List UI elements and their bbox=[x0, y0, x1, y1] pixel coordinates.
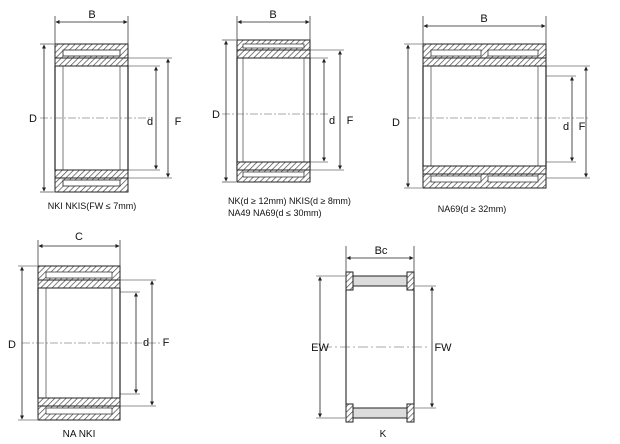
v4-raceway-label: F bbox=[163, 337, 170, 349]
cage-side-left-bottom bbox=[345, 403, 354, 423]
v1-caption: NKI NKIS(FW ≤ 7mm) bbox=[48, 201, 136, 211]
inner-ring-bottom bbox=[236, 161, 311, 171]
view-k-cage bbox=[316, 246, 436, 423]
v4-outer-label: D bbox=[8, 339, 16, 351]
v4-width-label: C bbox=[75, 231, 83, 243]
view-na-nki bbox=[18, 240, 160, 421]
v3-caption: NA69(d ≥ 32mm) bbox=[438, 204, 506, 214]
inner-ring-bottom bbox=[54, 169, 129, 179]
v1-bore-label: d bbox=[147, 116, 153, 128]
inner-ring-bottom bbox=[422, 165, 547, 175]
v3-width-label: B bbox=[480, 13, 487, 25]
view-nk-na49 bbox=[222, 16, 344, 183]
v5-inner-label: FW bbox=[434, 342, 452, 354]
inner-ring-top bbox=[236, 49, 311, 59]
v1-width-label: B bbox=[88, 9, 95, 21]
v2-width-label: B bbox=[269, 9, 276, 21]
cage-side-left-top bbox=[345, 271, 354, 291]
inner-ring-top bbox=[422, 57, 547, 67]
view-na69 bbox=[404, 16, 590, 189]
inner-ring-top bbox=[54, 57, 129, 67]
v2-raceway-label: F bbox=[347, 115, 354, 127]
v4-caption: NA NKI bbox=[63, 429, 96, 440]
view-nki-nkis bbox=[40, 16, 172, 193]
v3-outer-label: D bbox=[392, 117, 400, 129]
v5-outer-label: EW bbox=[311, 342, 329, 354]
v3-bore-label: d bbox=[563, 121, 569, 133]
v5-caption: K bbox=[380, 429, 387, 440]
v2-bore-label: d bbox=[329, 115, 335, 127]
v2-caption-line1: NK(d ≥ 12mm) NKIS(d ≥ 8mm) bbox=[228, 196, 351, 206]
v5-width-label: Bc bbox=[375, 245, 388, 257]
v3-raceway-label: F bbox=[579, 121, 586, 133]
roller-bottom bbox=[345, 407, 415, 419]
inner-ring-bottom bbox=[37, 397, 121, 407]
v1-raceway-label: F bbox=[175, 116, 182, 128]
cage-side-right-top bbox=[406, 271, 415, 291]
v2-caption-line2: NA49 NA69(d ≤ 30mm) bbox=[228, 208, 321, 218]
v4-bore-label: d bbox=[143, 337, 149, 349]
v2-outer-label: D bbox=[212, 109, 220, 121]
roller-top bbox=[345, 275, 415, 287]
v1-outer-label: D bbox=[29, 113, 37, 125]
inner-ring-top bbox=[37, 279, 121, 289]
cage-side-right-bottom bbox=[406, 403, 415, 423]
